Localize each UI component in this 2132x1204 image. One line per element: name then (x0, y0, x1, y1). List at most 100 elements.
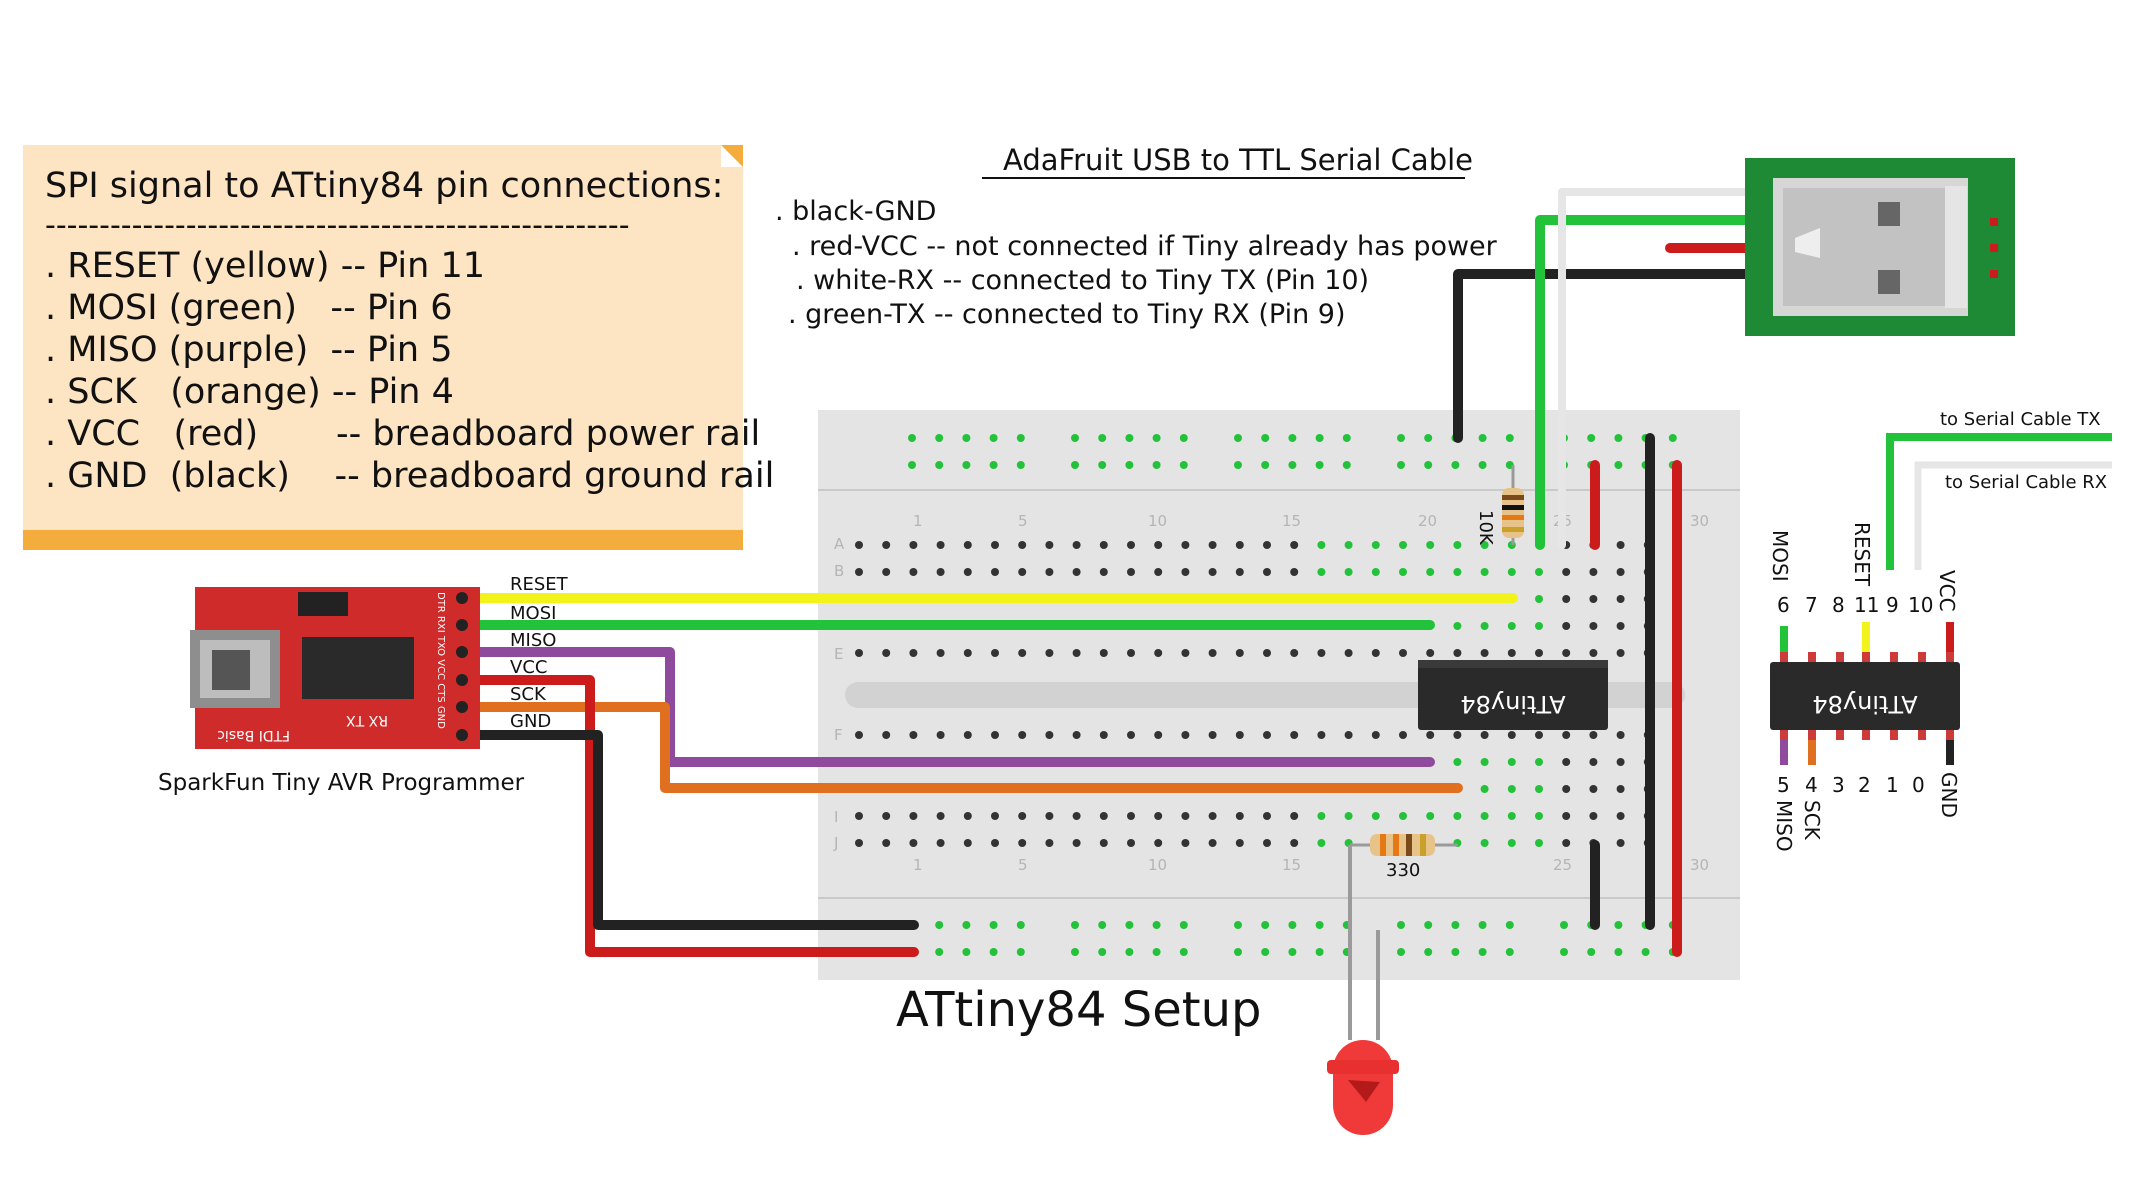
breadboard-hole (1641, 948, 1650, 956)
breadboard-hole (1453, 649, 1462, 657)
breadboard-hole (1235, 839, 1244, 847)
breadboard-hole (1505, 948, 1514, 956)
breadboard-hole (1399, 541, 1407, 549)
breadboard-hole (1453, 541, 1462, 549)
breadboard-hole (1045, 839, 1054, 847)
note-separator: ----------------------------------------… (45, 208, 630, 243)
breadboard-hole (1235, 731, 1244, 739)
breadboard-hole (1616, 568, 1625, 576)
pin-name-mosi: MOSI (1768, 530, 1792, 582)
breadboard-hole (855, 812, 863, 820)
spi-wires (457, 593, 1518, 957)
breadboard-hole (1535, 785, 1543, 793)
breadboard-hole (1342, 434, 1351, 442)
breadboard-hole (1127, 812, 1135, 820)
breadboard-hole (1098, 948, 1107, 956)
breadboard-hole (1535, 758, 1543, 766)
breadboard-hole (935, 948, 944, 956)
breadboard-hole (1426, 731, 1435, 739)
breadboard-hole (991, 839, 999, 847)
pin-label-sck: SCK (510, 684, 547, 705)
breadboard-hole (1317, 731, 1326, 739)
breadboard-hole (1480, 839, 1489, 847)
breadboard-hole (1614, 921, 1623, 929)
note-fold (721, 145, 743, 167)
breadboard-hole (1071, 948, 1079, 956)
breadboard-hole (1208, 568, 1217, 576)
breadboard-hole (1507, 731, 1516, 739)
breadboard-hole (1589, 785, 1598, 793)
breadboard-hole (1507, 785, 1516, 793)
breadboard-hole (1399, 568, 1407, 576)
breadboard-hole (1016, 921, 1025, 929)
breadboard-hole (1535, 839, 1543, 847)
red-led (1327, 845, 1399, 1135)
breadboard-hole (1072, 839, 1081, 847)
breadboard-hole (1208, 731, 1217, 739)
breadboard-hole (1099, 839, 1108, 847)
breadboard-hole (1098, 921, 1107, 929)
breadboard-hole (1399, 731, 1407, 739)
breadboard-hole (963, 541, 972, 549)
note-line: . SCK (orange) -- Pin 4 (45, 372, 454, 412)
resistor-330-label: 330 (1386, 860, 1420, 881)
breadboard-hole (1344, 649, 1353, 657)
pin-number: 0 (1912, 773, 1925, 797)
breadboard-hole (1616, 649, 1625, 657)
col-number: 20 (1418, 512, 1437, 530)
programmer-ic (302, 637, 414, 699)
serial-white-wire (1558, 188, 1756, 549)
serial-cable-wires (1453, 188, 1757, 550)
breadboard-hole (882, 541, 891, 549)
breadboard-hole (1535, 812, 1543, 820)
connections-note: SPI signal to ATtiny84 pin connections: … (23, 145, 774, 550)
pin-number: 5 (1777, 773, 1790, 797)
breadboard-hole (855, 541, 863, 549)
serial-green-wire (1535, 215, 1757, 550)
breadboard-hole (991, 649, 999, 657)
breadboard-hole (1616, 595, 1625, 603)
breadboard-hole (1261, 434, 1270, 442)
breadboard-hole (1589, 568, 1598, 576)
breadboard-hole (1589, 595, 1598, 603)
breadboard-hole (1371, 541, 1380, 549)
breadboard-hole (1290, 649, 1299, 657)
breadboard-hole (1263, 568, 1271, 576)
breadboard-hole (1507, 758, 1516, 766)
breadboard-hole (1535, 568, 1543, 576)
breadboard-hole (991, 812, 999, 820)
breadboard-hole (1181, 839, 1190, 847)
pin-label-reset: RESET (510, 574, 569, 595)
breadboard-hole (1181, 541, 1190, 549)
breadboard-hole (1344, 541, 1353, 549)
breadboard-hole (1261, 921, 1270, 929)
breadboard-hole (882, 731, 891, 739)
breadboard-hole (1560, 948, 1568, 956)
pin-name-gnd: GND (1937, 772, 1961, 818)
breadboard-hole (1426, 568, 1435, 576)
pin-number: 1 (1886, 773, 1899, 797)
breadboard-hole (1263, 812, 1271, 820)
breadboard-hole (1614, 461, 1623, 469)
breadboard-hole (1098, 434, 1107, 442)
resistor-10k: 10K (1475, 465, 1524, 546)
breadboard-hole (1181, 812, 1190, 820)
breadboard-hole (1154, 568, 1163, 576)
breadboard-hole (1562, 812, 1571, 820)
breadboard-hole (1480, 622, 1489, 630)
breadboard-hole (1426, 649, 1435, 657)
pinout-chip (1770, 662, 1960, 730)
serial-note-line: . red-VCC -- not connected if Tiny alrea… (792, 231, 1498, 262)
breadboard-hole (1589, 812, 1598, 820)
breadboard-hole (1562, 785, 1571, 793)
vcc-wire-red (457, 675, 919, 957)
breadboard-hole (1505, 434, 1514, 442)
breadboard-hole (1589, 622, 1598, 630)
breadboard-hole (1127, 731, 1135, 739)
breadboard-hole (1478, 948, 1487, 956)
breadboard-hole (1016, 434, 1025, 442)
breadboard-hole (989, 461, 998, 469)
breadboard-hole (1290, 839, 1299, 847)
breadboard-hole (1480, 541, 1489, 549)
